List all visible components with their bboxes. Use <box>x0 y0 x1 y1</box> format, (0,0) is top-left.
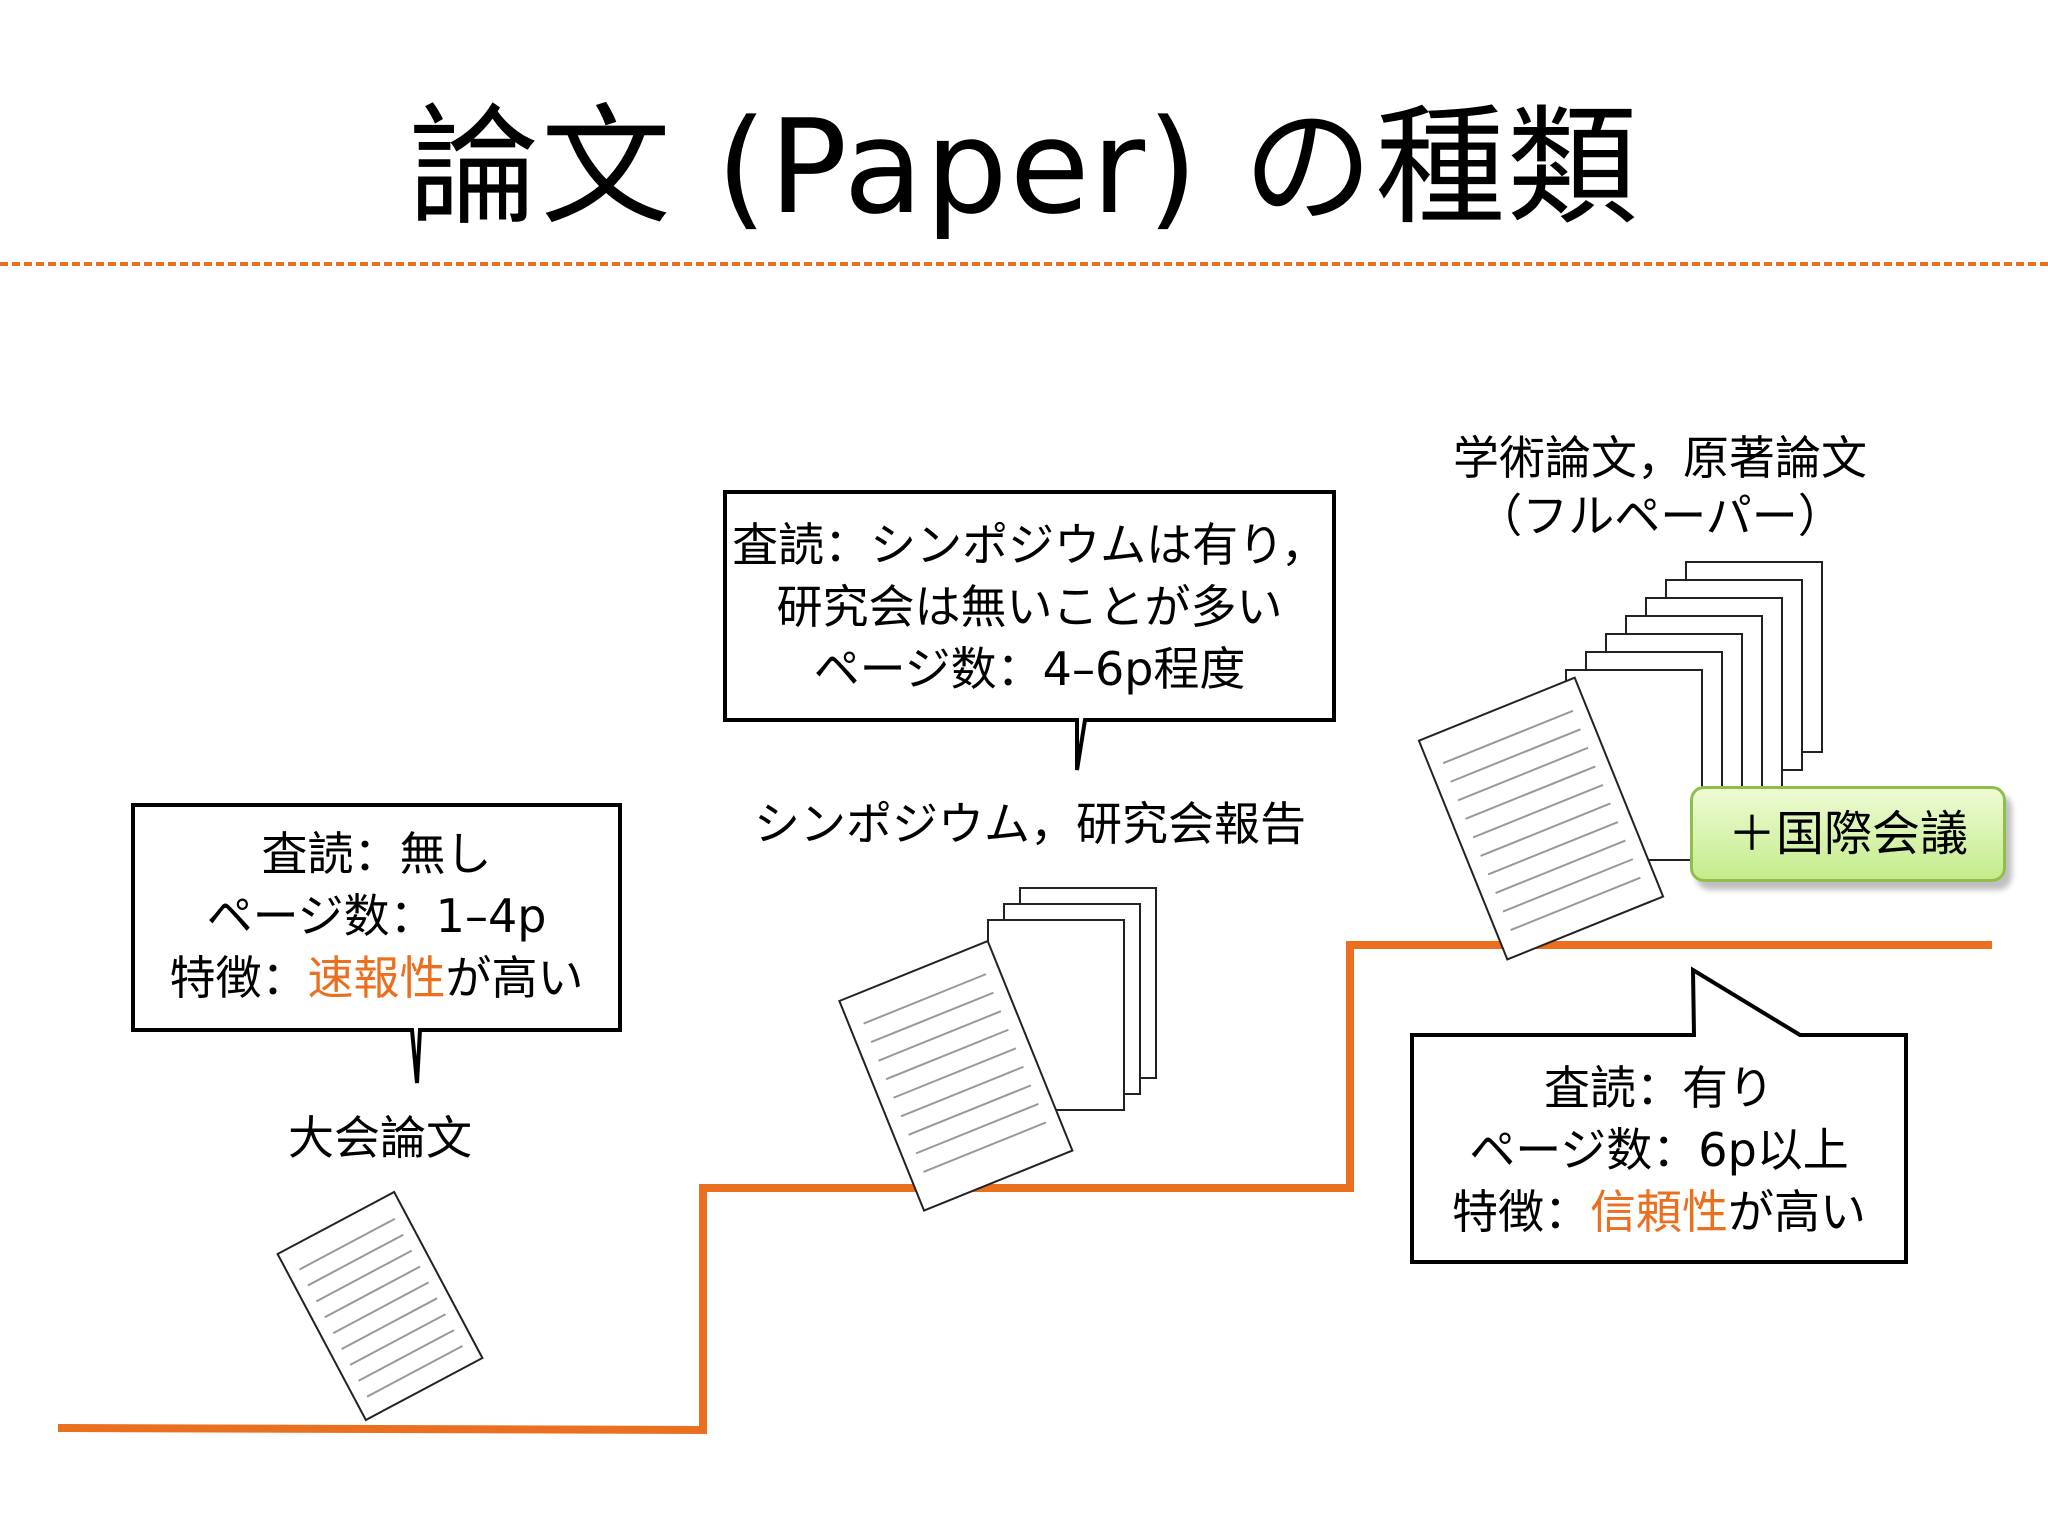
review-1: 査読：無し <box>261 827 492 881</box>
international-conference-badge: ＋国際会議 <box>1690 786 2006 882</box>
slide-title: 論文 (Paper) の種類 <box>408 91 1640 243</box>
pages-2: ページ数：4–6p程度 <box>813 642 1246 696</box>
pages-1: ページ数：1–4p <box>206 889 547 943</box>
paper-single-1 <box>276 1190 484 1422</box>
level-3-label-2: （フルペーパー） <box>1476 489 1844 543</box>
feature-1-highlight: 速報性 <box>307 951 446 1005</box>
callout-2-box <box>723 490 1336 771</box>
callout-3-text: 査読：有り ページ数：6p以上 特徴：信頼性が高い <box>1412 1057 1906 1243</box>
feature-3-prefix: 特徴： <box>1452 1185 1590 1239</box>
callout-1-text: 査読：無し ページ数：1–4p 特徴：速報性が高い <box>133 823 620 1009</box>
feature-3-suffix: が高い <box>1728 1185 1866 1239</box>
feature-1-prefix: 特徴： <box>169 951 308 1005</box>
title-divider <box>0 262 2048 266</box>
callout-1-box <box>131 803 622 1084</box>
level-1-label: 大会論文 <box>288 1111 472 1165</box>
review-3: 査読：有り <box>1544 1061 1774 1115</box>
review-2b: 研究会は無いことが多い <box>776 580 1283 634</box>
paper-stack-2 <box>838 887 1157 1212</box>
feature-3-highlight: 信頼性 <box>1590 1185 1728 1239</box>
review-2a: 査読：シンポジウムは有り， <box>732 518 1327 572</box>
feature-1-suffix: が高い <box>445 951 584 1005</box>
step-line <box>57 941 1992 1435</box>
level-3-label-1: 学術論文，原著論文 <box>1453 431 1867 485</box>
pages-3: ページ数：6p以上 <box>1469 1123 1849 1177</box>
level-2-label: シンポジウム，研究会報告 <box>754 797 1306 851</box>
feature-1: 特徴：速報性が高い <box>133 947 620 1009</box>
callout-3-box <box>1410 966 1908 1264</box>
callout-2-text: 査読：シンポジウムは有り， 研究会は無いことが多い ページ数：4–6p程度 <box>725 514 1334 700</box>
feature-3: 特徴：信頼性が高い <box>1412 1181 1906 1243</box>
paper-stack-3 <box>1417 561 1823 961</box>
